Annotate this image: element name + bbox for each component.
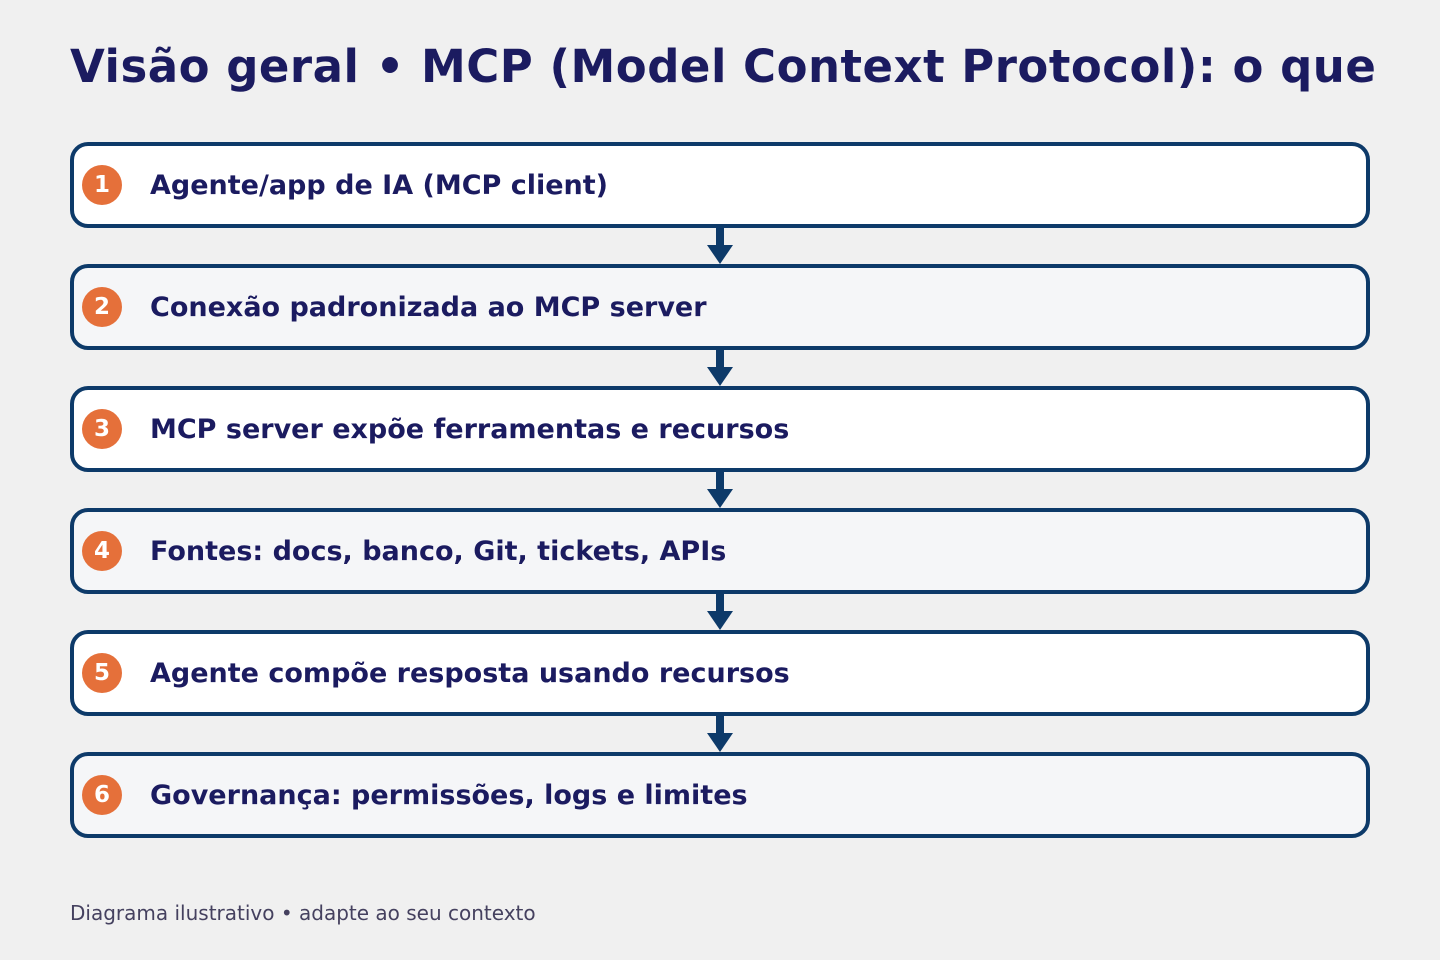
step-label: Governança: permissões, logs e limites xyxy=(150,779,748,811)
step-number-badge: 1 xyxy=(82,165,122,205)
down-arrow-icon xyxy=(707,472,733,508)
step-number-badge: 2 xyxy=(82,287,122,327)
down-arrow-icon xyxy=(707,716,733,752)
step-label: MCP server expõe ferramentas e recursos xyxy=(150,413,790,445)
down-arrow-icon xyxy=(707,228,733,264)
footer-note: Diagrama ilustrativo • adapte ao seu con… xyxy=(70,901,536,925)
step-label: Fontes: docs, banco, Git, tickets, APIs xyxy=(150,535,727,567)
step-box-6: 6 Governança: permissões, logs e limites xyxy=(70,752,1370,838)
step-label: Conexão padronizada ao MCP server xyxy=(150,291,707,323)
step-box-4: 4 Fontes: docs, banco, Git, tickets, API… xyxy=(70,508,1370,594)
step-number-badge: 5 xyxy=(82,653,122,693)
step-number-badge: 4 xyxy=(82,531,122,571)
step-number-badge: 3 xyxy=(82,409,122,449)
step-box-2: 2 Conexão padronizada ao MCP server xyxy=(70,264,1370,350)
step-box-1: 1 Agente/app de IA (MCP client) xyxy=(70,142,1370,228)
step-box-3: 3 MCP server expõe ferramentas e recurso… xyxy=(70,386,1370,472)
step-label: Agente compõe resposta usando recursos xyxy=(150,657,790,689)
flow-diagram: 1 Agente/app de IA (MCP client) 2 Conexã… xyxy=(70,142,1370,838)
down-arrow-icon xyxy=(707,594,733,630)
step-box-5: 5 Agente compõe resposta usando recursos xyxy=(70,630,1370,716)
down-arrow-icon xyxy=(707,350,733,386)
step-label: Agente/app de IA (MCP client) xyxy=(150,169,608,201)
step-number-badge: 6 xyxy=(82,775,122,815)
page-title: Visão geral • MCP (Model Context Protoco… xyxy=(70,40,1377,93)
